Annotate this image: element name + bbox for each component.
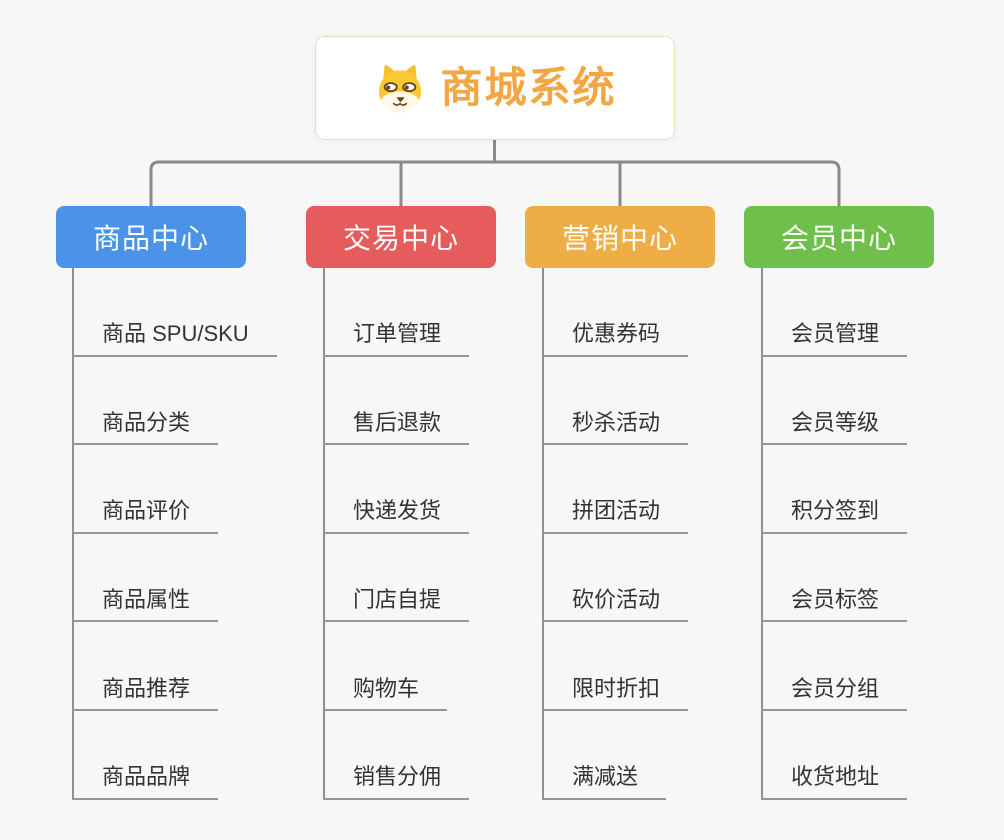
leaf-item[interactable]: 订单管理	[323, 268, 470, 357]
branch-vertical-line	[323, 268, 325, 800]
leaf-label: 商品 SPU/SKU	[102, 321, 249, 347]
leaf-label: 优惠券码	[572, 321, 661, 347]
leaf-item[interactable]: 优惠券码	[542, 268, 689, 357]
leaf-item[interactable]: 售后退款	[323, 357, 470, 446]
root-node[interactable]: 商城系统	[315, 36, 675, 140]
leaf-item[interactable]: 商品属性	[72, 534, 219, 623]
bus-line	[149, 160, 841, 206]
leaf-label: 订单管理	[353, 321, 442, 347]
root-title: 商城系统	[440, 64, 617, 111]
leaf-label: 商品推荐	[102, 675, 191, 701]
branch-node-member-center[interactable]: 会员中心	[744, 206, 934, 268]
leaf-label: 收货地址	[791, 764, 880, 790]
leaf-label: 商品属性	[102, 586, 191, 612]
leaf-item[interactable]: 收货地址	[761, 711, 908, 800]
leaf-label: 拼团活动	[572, 498, 661, 524]
branch-vertical-line	[72, 268, 74, 800]
leaf-label: 满减送	[572, 764, 639, 790]
leaf-item[interactable]: 满减送	[542, 711, 667, 800]
leaf-label: 商品品牌	[102, 764, 191, 790]
leaf-label: 积分签到	[791, 498, 880, 524]
leaf-label: 会员分组	[791, 675, 880, 701]
leaf-item[interactable]: 商品分类	[72, 357, 219, 446]
leaf-item[interactable]: 商品推荐	[72, 622, 219, 711]
dog-face-icon	[373, 62, 427, 114]
leaf-label: 限时折扣	[572, 675, 661, 701]
leaf-label: 销售分佣	[353, 764, 442, 790]
branch-vertical-line	[542, 268, 544, 800]
branch-node-trade-center[interactable]: 交易中心	[306, 206, 496, 268]
leaf-list-marketing: 优惠券码 秒杀活动 拼团活动 砍价活动 限时折扣	[542, 268, 689, 800]
leaf-item[interactable]: 门店自提	[323, 534, 470, 623]
leaf-label: 砍价活动	[572, 586, 661, 612]
leaf-label: 购物车	[353, 675, 420, 701]
leaf-label: 秒杀活动	[572, 409, 661, 435]
leaf-item[interactable]: 秒杀活动	[542, 357, 689, 446]
branch-node-product-center[interactable]: 商品中心	[56, 206, 246, 268]
leaf-label: 会员等级	[791, 409, 880, 435]
leaf-item[interactable]: 会员管理	[761, 268, 908, 357]
leaf-label: 快递发货	[353, 498, 442, 524]
leaf-item[interactable]: 商品评价	[72, 445, 219, 534]
leaf-label: 商品评价	[102, 498, 191, 524]
branch-node-marketing-center[interactable]: 营销中心	[525, 206, 715, 268]
leaf-item[interactable]: 会员分组	[761, 622, 908, 711]
leaf-item[interactable]: 积分签到	[761, 445, 908, 534]
leaf-item[interactable]: 会员标签	[761, 534, 908, 623]
leaf-label: 会员管理	[791, 321, 880, 347]
leaf-list-trade: 订单管理 售后退款 快递发货 门店自提 购物车 销	[323, 268, 470, 800]
leaf-item[interactable]: 会员等级	[761, 357, 908, 446]
leaf-item[interactable]: 砍价活动	[542, 534, 689, 623]
leaf-item[interactable]: 限时折扣	[542, 622, 689, 711]
leaf-label: 门店自提	[353, 586, 442, 612]
leaf-label: 会员标签	[791, 586, 880, 612]
leaf-list-member: 会员管理 会员等级 积分签到 会员标签 会员分组	[761, 268, 908, 800]
leaf-item[interactable]: 快递发货	[323, 445, 470, 534]
leaf-item[interactable]: 商品 SPU/SKU	[72, 268, 277, 357]
leaf-item[interactable]: 拼团活动	[542, 445, 689, 534]
leaf-item[interactable]: 购物车	[323, 622, 448, 711]
leaf-item[interactable]: 销售分佣	[323, 711, 470, 800]
leaf-list-product: 商品 SPU/SKU 商品分类 商品评价 商品属性 商品推荐	[72, 268, 277, 800]
branch-vertical-line	[761, 268, 763, 800]
leaf-label: 商品分类	[102, 409, 191, 435]
leaf-label: 售后退款	[353, 409, 442, 435]
leaf-item[interactable]: 商品品牌	[72, 711, 219, 800]
